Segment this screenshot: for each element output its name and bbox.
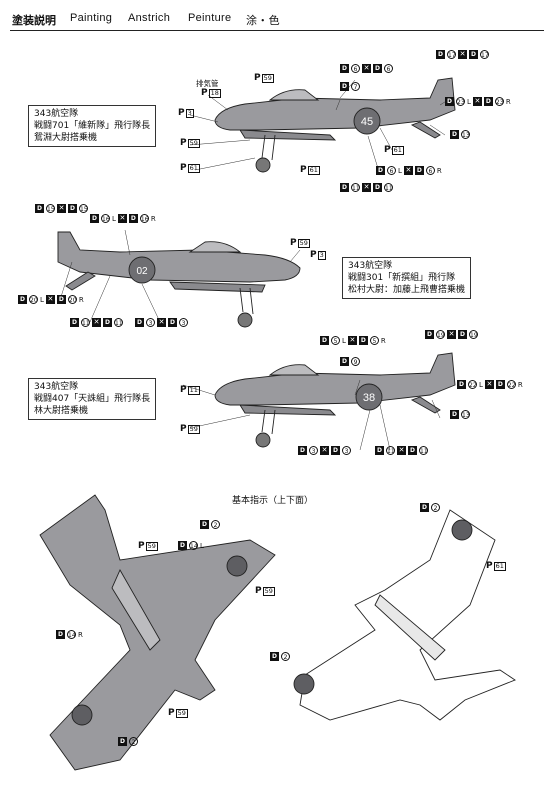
header-ja: 塗装説明 (12, 14, 56, 27)
info-box-aircraft-2: 343航空隊 戦闘301「新撰組」飛行隊 松村大尉：加藤上飛曹搭乗機 (342, 257, 472, 299)
roundel-45: 45 (361, 116, 373, 128)
roundel-02: 02 (136, 266, 148, 277)
basic-instruction-title: 基本指示（上下面） (232, 496, 314, 506)
box-line: 343航空隊 (34, 382, 79, 392)
roundel-38: 38 (363, 392, 375, 404)
box-line: 林大尉搭乗機 (34, 406, 89, 416)
aircraft-bottom-view (293, 509, 516, 721)
box-line: 松村大尉：加藤上飛曹搭乗機 (348, 285, 466, 295)
box-line: 戦闘407「天誅組」飛行隊長 (34, 394, 151, 404)
header-fr: Peinture (188, 12, 232, 24)
info-box-aircraft-1: 343航空隊 戦闘701「維新隊」飛行隊長 鴛淵大尉搭乗機 (28, 105, 157, 147)
box-line: 戦闘701「維新隊」飛行隊長 (34, 121, 151, 131)
header-de: Anstrich (128, 12, 171, 24)
box-line: 343航空隊 (348, 261, 393, 271)
box-line: 鴛淵大尉搭乗機 (34, 133, 98, 143)
info-box-aircraft-3: 343航空隊 戦闘407「天誅組」飛行隊長 林大尉搭乗機 (28, 378, 157, 420)
aircraft-top-view (39, 494, 276, 771)
header-cn: 涂・色 (246, 15, 280, 27)
aircraft-side-view-1 (214, 77, 456, 173)
aircraft-side-view-2 (57, 231, 301, 328)
box-line: 戦闘301「新撰組」飛行隊 (348, 273, 456, 283)
page-header: 塗装説明 Painting Anstrich Peinture 涂・色 (10, 10, 544, 31)
exhaust-label: 排気管 (196, 79, 219, 88)
aircraft-side-view-3 (214, 352, 456, 448)
box-line: 343航空隊 (34, 109, 79, 119)
header-en: Painting (70, 12, 113, 24)
